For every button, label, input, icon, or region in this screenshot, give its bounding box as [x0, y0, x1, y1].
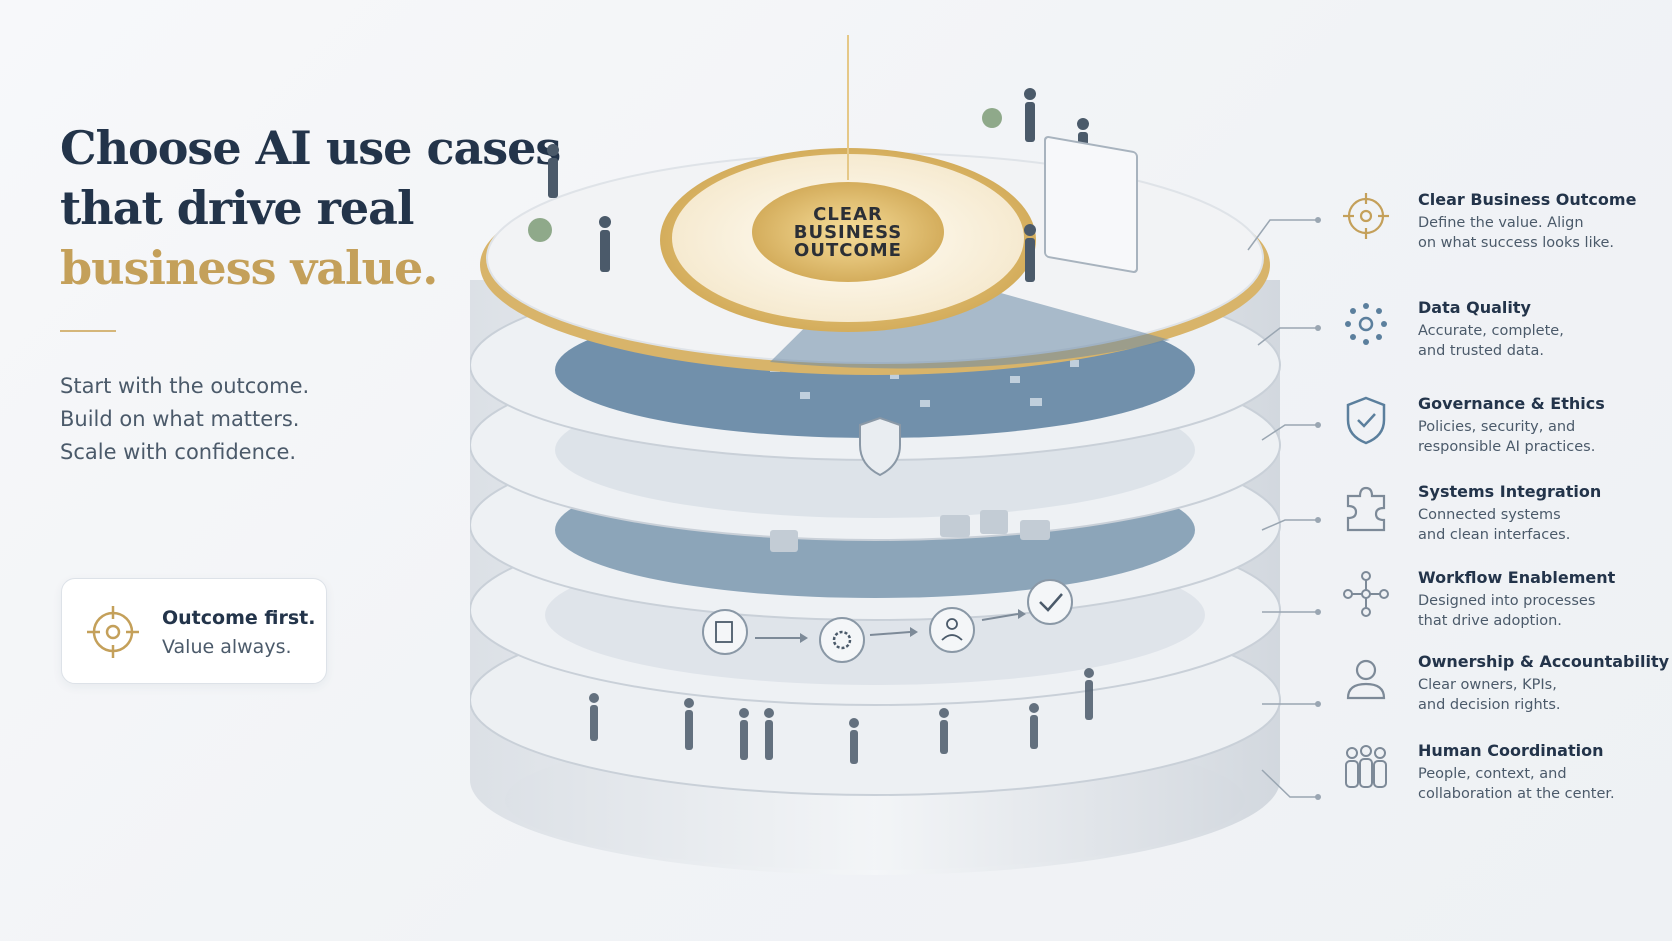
legend-item-desc: Accurate, complete, and trusted data. [1418, 323, 1564, 359]
checklist-icon [702, 609, 748, 655]
shield-icon [859, 416, 901, 477]
page-title: Choose AI use cases that drive real busi… [60, 118, 580, 298]
legend-item-desc: Clear owners, KPIs, and decision rights. [1418, 677, 1561, 713]
puzzle-icon [1346, 486, 1386, 532]
legend-item-desc: Designed into processes that drive adopt… [1418, 593, 1596, 629]
tagline: Start with the outcome. [60, 374, 310, 398]
tagline: Build on what matters. [60, 407, 300, 431]
legend-item-title: Data Quality [1418, 298, 1531, 317]
plant-icon [528, 218, 552, 242]
legend-item-title: Clear Business Outcome [1418, 190, 1637, 209]
legend-item-desc: Define the value. Align on what success … [1418, 215, 1615, 251]
target-icon [87, 606, 139, 658]
headline-line-1: Choose AI use cases [60, 121, 561, 175]
plant-icon [982, 108, 1002, 128]
legend-item-title: Human Coordination [1418, 741, 1604, 760]
target-icon [1343, 193, 1389, 239]
center-label-line-2: BUSINESS [794, 222, 902, 243]
workflow-icon [1343, 571, 1389, 617]
headline-line-3: business value. [60, 241, 438, 295]
legend-item-desc: People, context, and collaboration at th… [1418, 766, 1615, 802]
gear-icon [819, 617, 865, 663]
people-figures [589, 668, 1094, 764]
people-icon [1345, 745, 1387, 788]
person-icon [929, 607, 975, 653]
layer-stack-illustration: CLEAR BUSINESS OUTCOME [470, 35, 1281, 875]
workflow-flow [702, 579, 1073, 663]
legend-item-title: Ownership & Accountability [1418, 652, 1670, 671]
headline-line-2: that drive real [60, 181, 414, 235]
shield-icon [1346, 396, 1386, 445]
presentation-board [1044, 136, 1138, 273]
center-label-line-1: CLEAR [813, 204, 883, 225]
badge-subtitle: Value always. [162, 636, 292, 658]
center-label-line-3: OUTCOME [794, 240, 902, 261]
legend-item-title: Workflow Enablement [1418, 568, 1616, 587]
legend-item-desc: Connected systems and clean interfaces. [1418, 507, 1571, 543]
tagline: Scale with confidence. [60, 440, 297, 464]
legend-item-desc: Policies, security, and responsible AI p… [1418, 419, 1596, 455]
puzzle-pieces [770, 510, 1050, 552]
owner-icon [1346, 659, 1386, 700]
badge-title: Outcome first. [162, 607, 316, 629]
divider [60, 330, 116, 332]
data-network-icon [1345, 303, 1387, 345]
outcome-badge: Outcome first. Value always. [61, 578, 327, 684]
outcome-core [752, 182, 944, 282]
legend-item-title: Systems Integration [1418, 482, 1602, 501]
legend-item-title: Governance & Ethics [1418, 394, 1605, 413]
tagline-list: Start with the outcome. Build on what ma… [60, 370, 309, 469]
checkmark-icon [1027, 579, 1073, 625]
